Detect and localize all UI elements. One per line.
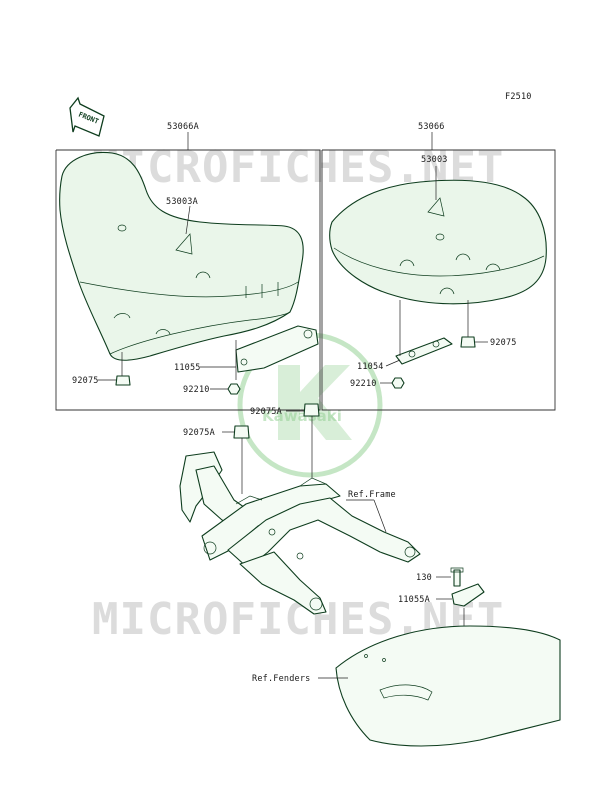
- callout-92075-rear: 92075: [490, 338, 517, 348]
- frame-drawing: [179, 451, 421, 615]
- callout-53003A: 53003A: [166, 197, 198, 207]
- callout-11054: 11054: [357, 362, 384, 372]
- callout-92210-front: 92210: [183, 385, 210, 395]
- callout-92075-front: 92075: [72, 376, 99, 386]
- rear-seat-drawing: [329, 166, 547, 305]
- front-nut-drawing: [210, 383, 241, 395]
- brand-logo: Kawasaki: [237, 332, 383, 478]
- callout-92075A-left: 92075A: [183, 428, 215, 438]
- callout-92210-rear: 92210: [350, 379, 377, 389]
- front-seat-drawing: [59, 151, 304, 361]
- callout-ref-fenders: Ref.Fenders: [252, 674, 311, 684]
- callout-53066A: 53066A: [167, 122, 199, 132]
- rear-nut-drawing: [380, 377, 405, 389]
- fender-drawing: [318, 625, 561, 747]
- figure-code: F2510: [505, 92, 532, 102]
- callout-130: 130: [416, 573, 432, 583]
- callout-11055: 11055: [174, 363, 201, 373]
- front-damper-drawing: [98, 352, 131, 386]
- rear-damper-drawing: [460, 300, 488, 348]
- front-arrow-icon: FRONT: [69, 96, 105, 137]
- callout-53066: 53066: [418, 122, 445, 132]
- callout-53003: 53003: [421, 155, 448, 165]
- damper-a-left-drawing: [222, 425, 250, 494]
- front-seat-box: [55, 149, 321, 411]
- rear-bracket-drawing: [385, 300, 453, 367]
- damper-a-top-drawing: [286, 403, 320, 478]
- callout-11055A: 11055A: [398, 595, 430, 605]
- brand-text: Kawasaki: [262, 407, 342, 425]
- front-bracket-drawing: [200, 325, 319, 380]
- rear-seat-box: [321, 149, 556, 411]
- callout-92075A-top: 92075A: [250, 407, 282, 417]
- callout-ref-frame: Ref.Frame: [348, 490, 396, 500]
